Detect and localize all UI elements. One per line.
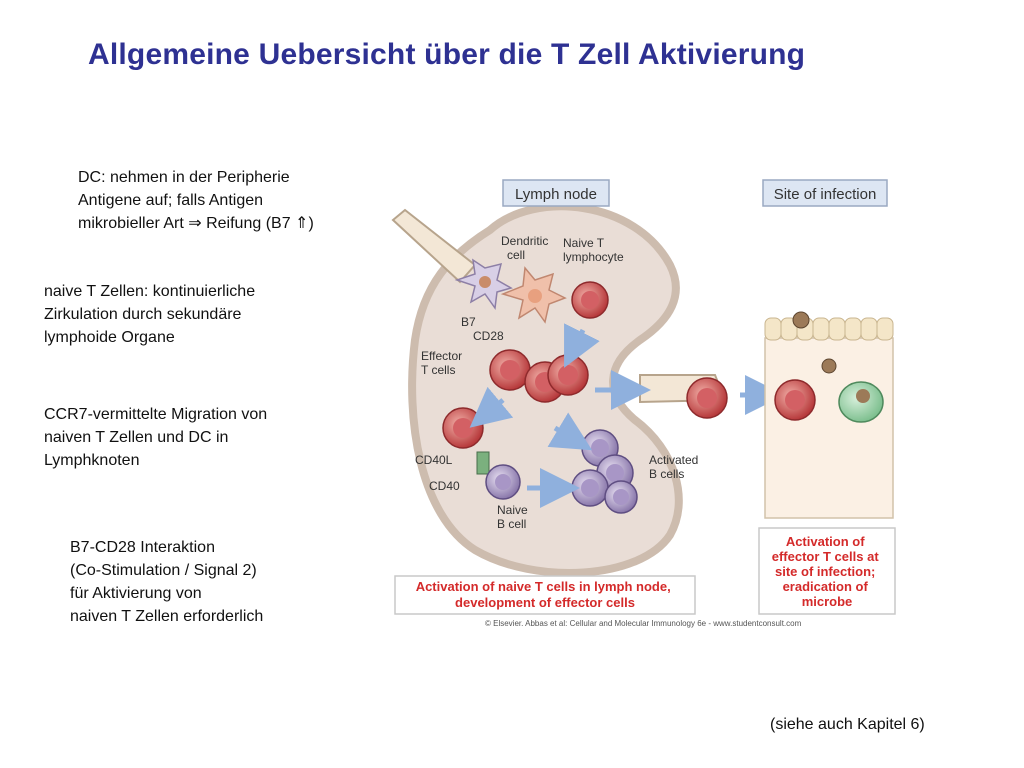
effector-t-cells	[489, 349, 589, 403]
cd40-label: CD40	[429, 479, 460, 493]
naive-t-cell	[571, 281, 609, 319]
naive-b-cell	[485, 464, 521, 500]
note-ccr7-migration: CCR7-vermittelte Migration von naiven T …	[44, 406, 268, 469]
lymph-node-label: Lymph node	[515, 186, 597, 203]
dendritic-cell-label: Dendritic cell	[501, 234, 552, 262]
t-cell-activation-figure: Lymph node Site of infection Dendritic c…	[391, 179, 896, 628]
caption-right-box	[758, 527, 896, 615]
naive-t-label: Naive T lymphocyte	[563, 236, 624, 264]
helper-t-cell	[442, 407, 484, 449]
note-dendritic-cells: DC: nehmen in der Peripherie Antigene au…	[78, 169, 314, 232]
circulating-t-cell	[686, 377, 728, 419]
epithelium	[764, 317, 894, 341]
note-naive-t-cells: naive T Zellen: kontinuierliche Zirkulat…	[44, 283, 256, 346]
cd28-label: CD28	[473, 329, 504, 343]
lymph-node-label-box	[502, 179, 610, 207]
caption-left: Activation of naive T cells in lymph nod…	[416, 579, 675, 610]
copyright: © Elsevier. Abbas et al: Cellular and Mo…	[485, 619, 802, 628]
chapter-reference: (siehe auch Kapitel 6)	[770, 716, 925, 733]
b7-label: B7	[461, 315, 476, 329]
activated-b-label: Activated B cells	[649, 453, 702, 481]
macrophage	[838, 381, 884, 423]
caption-right: Activation of effector T cells at site o…	[772, 534, 883, 609]
caption-left-box	[394, 575, 696, 615]
cd40l-cd40-receptor	[476, 451, 490, 475]
note-b7-cd28: B7-CD28 Interaktion (Co-Stimulation / Si…	[70, 539, 264, 625]
activated-b-cells	[571, 429, 638, 514]
effector-t-label: Effector T cells	[421, 349, 465, 377]
naive-b-label: Naive B cell	[497, 503, 531, 531]
infection-label: Site of infection	[774, 186, 877, 203]
cd40l-label: CD40L	[415, 453, 453, 467]
page-title: Allgemeine Uebersicht über die T Zell Ak…	[88, 38, 806, 71]
microbe-icon	[792, 311, 837, 374]
effector-t-cell-infection	[774, 379, 816, 421]
flow-arrows	[469, 323, 785, 508]
infection-label-box	[762, 179, 888, 207]
